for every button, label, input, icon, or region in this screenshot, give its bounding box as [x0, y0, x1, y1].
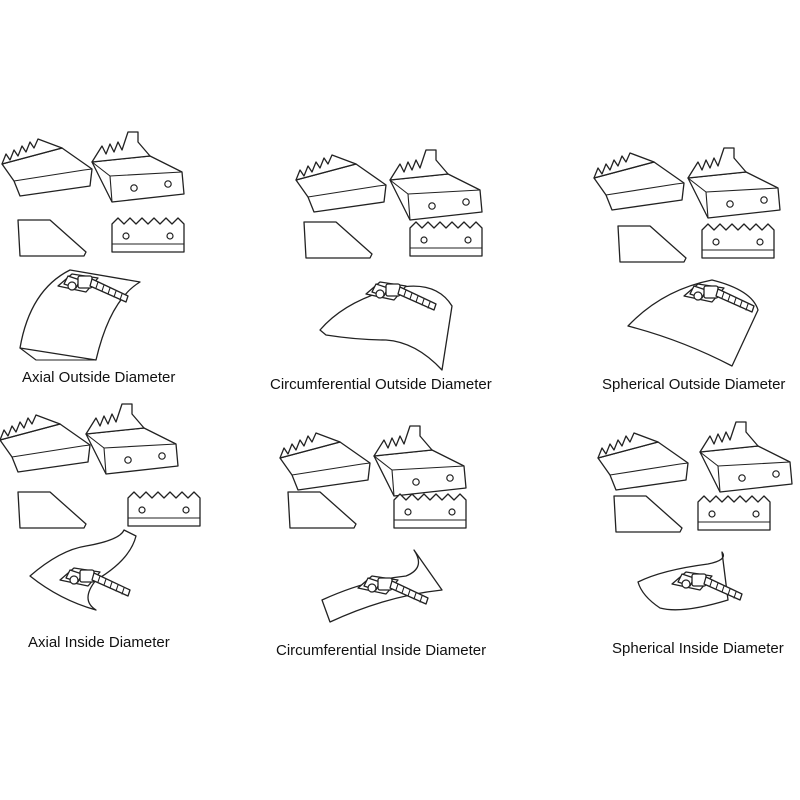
panel-spherical-outside-diameter: Spherical Outside Diameter	[532, 130, 798, 410]
panel-drawing	[295, 149, 483, 371]
panel-caption: Spherical Outside Diameter	[602, 376, 786, 393]
outer-ring-segment	[627, 279, 759, 367]
panel-drawing	[597, 421, 793, 611]
jaw-isometric-right	[699, 421, 793, 493]
jaw-isometric-right	[389, 149, 483, 221]
jaw-front-view	[409, 221, 483, 257]
jaw-front-view	[127, 491, 201, 527]
panel-caption: Axial Inside Diameter	[28, 634, 170, 651]
panel-caption: Axial Outside Diameter	[22, 369, 176, 386]
panel-caption: Circumferential Inside Diameter	[276, 642, 487, 659]
jaw-side-profile	[617, 225, 687, 263]
panel-caption: Spherical Inside Diameter	[612, 640, 784, 657]
jaw-isometric-left	[295, 154, 387, 213]
jaw-isometric-left	[1, 138, 93, 197]
jaw-front-view	[701, 223, 775, 259]
panel-drawing	[1, 131, 185, 361]
jaw-side-profile	[287, 491, 357, 529]
jaw-isometric-left	[593, 152, 685, 211]
outer-ring-segment	[319, 285, 453, 371]
jaw-side-profile	[613, 495, 683, 533]
jaw-isometric-right	[687, 147, 781, 219]
panel-circumferential-inside-diameter: Circumferential Inside Diameter	[266, 400, 532, 680]
panel-drawing	[593, 147, 781, 367]
jaw-side-profile	[17, 219, 87, 257]
panel-spherical-inside-diameter: Spherical Inside Diameter	[532, 400, 798, 680]
panel-circumferential-outside-diameter: Circumferential Outside Diameter	[266, 130, 532, 410]
panel-axial-inside-diameter: Axial Inside Diameter	[0, 400, 266, 680]
jaw-side-profile	[17, 491, 87, 529]
jaw-isometric-right	[91, 131, 185, 203]
jaw-isometric-left	[597, 432, 689, 491]
jaw-side-profile	[303, 221, 373, 259]
panel-drawing	[279, 425, 467, 623]
jaw-isometric-left	[279, 432, 371, 491]
jaw-front-view	[111, 217, 185, 253]
panel-caption: Circumferential Outside Diameter	[270, 376, 492, 393]
panel-drawing	[0, 403, 201, 611]
jaw-isometric-right	[85, 403, 179, 475]
jaw-front-view	[393, 493, 467, 529]
jaw-isometric-left	[0, 414, 91, 473]
panel-axial-outside-diameter: Axial Outside Diameter	[0, 130, 266, 410]
jaw-front-view	[697, 495, 771, 531]
jaw-isometric-right	[373, 425, 467, 497]
